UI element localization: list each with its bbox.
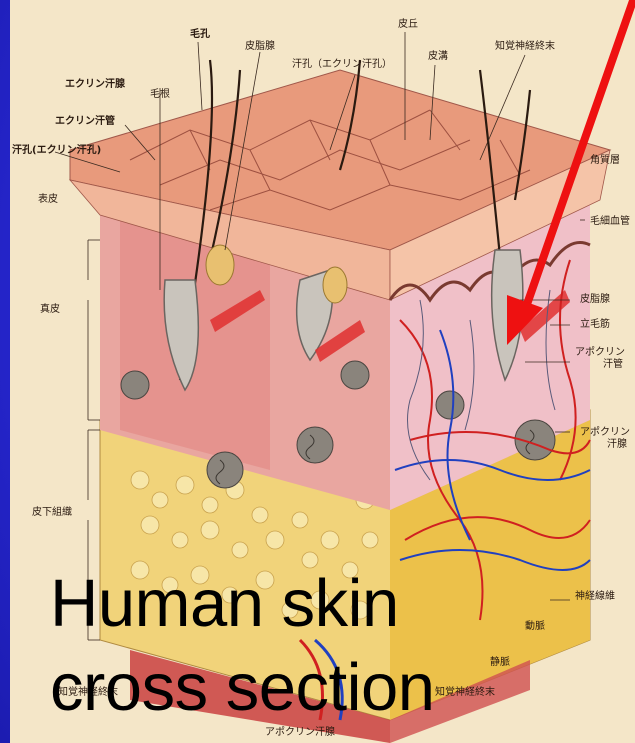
label-kankou-left: 汗孔(エクリン汗孔): [12, 146, 101, 156]
label-hika: 皮下組織: [32, 508, 72, 518]
label-apocrine-kan-2: 汗管: [603, 360, 623, 370]
label-apocrine-sen-1: アポクリン: [580, 428, 630, 438]
label-rimokin: 立毛筋: [580, 320, 610, 330]
label-kankou: 汗孔（エクリン汗孔）: [292, 60, 392, 70]
label-hyohi: 表皮: [38, 195, 58, 205]
caption-line-2: cross section: [50, 654, 434, 738]
label-moukekkan: 毛細血管: [590, 217, 630, 227]
label-hishisen-right: 皮脂腺: [580, 295, 610, 305]
label-joumyaku: 静脈: [490, 658, 510, 668]
label-shinpi: 真皮: [40, 305, 60, 315]
skin-diagram-panel: 皮丘 毛孔 皮脂腺 汗孔（エクリン汗孔） 皮溝 知覚神経終末 エクリン汗腺 毛根…: [10, 0, 635, 743]
label-eccrine-sen: エクリン汗腺: [65, 80, 125, 90]
label-keana: 毛孔: [190, 30, 210, 40]
label-hiryu: 皮丘: [398, 20, 418, 30]
label-hishisen: 皮脂腺: [245, 42, 275, 52]
caption-line-1: Human skin: [50, 570, 434, 654]
label-mokon: 毛根: [150, 90, 170, 100]
label-apocrine-kan-1: アポクリン: [575, 348, 625, 358]
label-chikaku-bottom-right: 知覚神経終末: [435, 688, 495, 698]
label-shinkei-sen: 神経線維: [575, 592, 615, 602]
label-chikaku-shinkei: 知覚神経終末: [495, 42, 555, 52]
slide-caption: Human skin cross section: [50, 570, 434, 738]
label-doumyaku: 動脈: [525, 622, 545, 632]
label-kakushitsu: 角質層: [590, 156, 620, 166]
label-apocrine-sen-2: 汗腺: [607, 440, 627, 450]
label-eccrine-kan: エクリン汗管: [55, 117, 115, 127]
label-hikou: 皮溝: [428, 52, 448, 62]
